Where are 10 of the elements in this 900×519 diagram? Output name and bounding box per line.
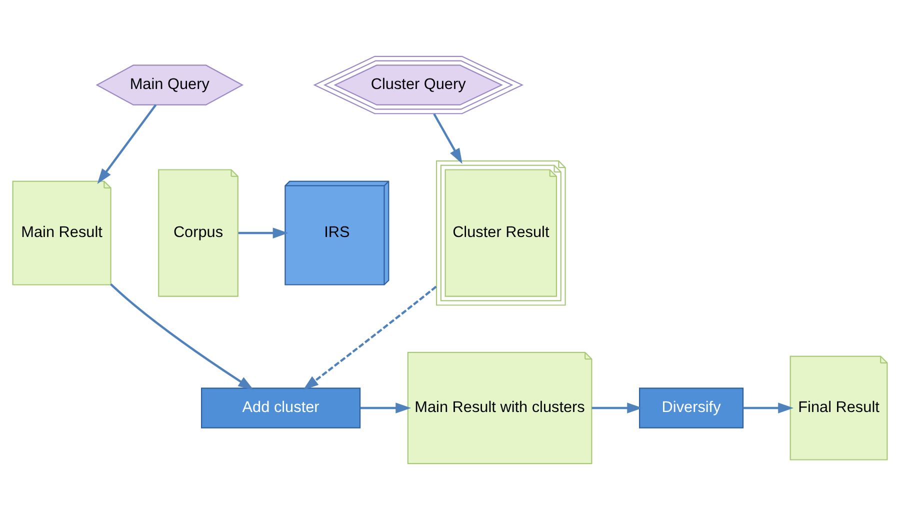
arrow: [433, 112, 462, 164]
arrow: [743, 402, 794, 413]
arrow: [110, 282, 254, 390]
arrow: [238, 227, 288, 238]
node-box: Diversify: [639, 387, 744, 428]
arrow: [97, 104, 157, 184]
arrow: [360, 402, 412, 413]
arrow: [303, 285, 437, 390]
arrow: [592, 402, 643, 413]
node-box: Add cluster: [201, 387, 361, 428]
